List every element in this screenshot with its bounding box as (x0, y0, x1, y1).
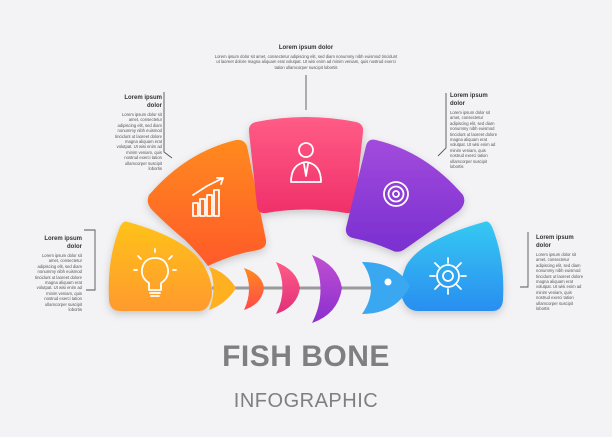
fish-rib-1 (244, 268, 264, 310)
note-2-body: Lorem ipsum dolor sit amet, consectetur … (114, 112, 162, 172)
note-4-heading: Lorem ipsum dolor (450, 93, 488, 107)
note-2: Lorem ipsum dolor Lorem ipsum dolor sit … (112, 94, 162, 171)
leader-line-5 (520, 232, 529, 288)
note-3-body: Lorem ipsum dolor sit amet, consectetur … (214, 54, 398, 70)
fish-rib-2 (276, 262, 300, 314)
note-1-body: Lorem ipsum dolor sit amet, consectetur … (34, 253, 82, 313)
target-icon (383, 181, 409, 207)
note-5: Lorem ipsum dolor Lorem ipsum dolor sit … (536, 234, 586, 311)
businessman-icon (290, 142, 322, 183)
leader-line-1 (84, 229, 96, 291)
note-3: Lorem ipsum dolor Lorem ipsum dolor sit … (214, 44, 398, 70)
note-3-heading: Lorem ipsum dolor (278, 45, 334, 51)
leader-lines (84, 75, 529, 291)
page-subtitle: INFOGRAPHIC (233, 390, 379, 412)
segment-4-target (345, 139, 465, 252)
page-title: FISH BONE (222, 340, 390, 373)
segment-3-person (248, 117, 364, 214)
note-4-body: Lorem ipsum dolor sit amet, consectetur … (450, 110, 498, 170)
leader-line-2 (163, 92, 173, 159)
note-2-heading: Lorem ipsum dolor (124, 95, 162, 109)
note-1-heading: Lorem ipsum dolor (44, 236, 82, 250)
note-5-heading: Lorem ipsum dolor (536, 235, 574, 249)
fish-rib-3 (312, 255, 342, 323)
bar-chart-growth-icon (192, 177, 224, 217)
lightbulb-icon (133, 248, 177, 297)
leader-line-4 (437, 93, 447, 157)
gear-icon (429, 257, 467, 295)
note-4: Lorem ipsum dolor Lorem ipsum dolor sit … (450, 92, 500, 169)
note-1: Lorem ipsum dolor Lorem ipsum dolor sit … (32, 235, 82, 312)
fish-head (362, 262, 410, 314)
note-5-body: Lorem ipsum dolor sit amet, consectetur … (536, 252, 584, 312)
fish-skeleton (209, 255, 410, 323)
segment-1-lightbulb (108, 221, 212, 311)
fish-tail (209, 267, 236, 310)
fish-eye (384, 278, 392, 286)
